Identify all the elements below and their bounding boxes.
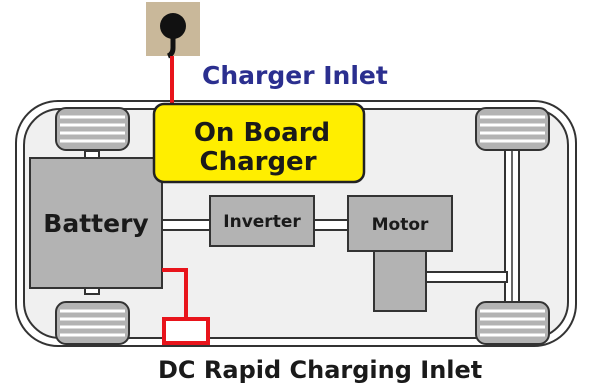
rear-right-wheel <box>475 301 550 345</box>
inverter-label: Inverter <box>223 212 301 232</box>
inverter-box <box>209 195 315 247</box>
charger-plug-cable <box>166 38 176 59</box>
motor-label: Motor <box>372 215 429 235</box>
on-board-charger-label-line1: On Board <box>194 118 330 148</box>
rear-axle <box>504 137 520 313</box>
motor-axle-connector <box>424 271 508 283</box>
charger-plug-icon <box>160 13 186 39</box>
battery-label: Battery <box>43 209 148 238</box>
front-left-wheel <box>55 107 130 151</box>
battery-box <box>29 157 163 289</box>
dc-rapid-inlet-socket <box>162 317 210 345</box>
inverter-motor-connector <box>313 219 349 231</box>
rear-left-wheel <box>475 107 550 151</box>
on-board-charger-label-line2: Charger <box>199 147 316 177</box>
front-right-wheel <box>55 301 130 345</box>
charger-inlet-label: Charger Inlet <box>202 61 388 90</box>
dc-rapid-inlet-label: DC Rapid Charging Inlet <box>158 356 482 384</box>
on-board-charger-box <box>152 102 366 184</box>
motor-gear-box <box>373 250 427 312</box>
motor-box <box>347 195 453 252</box>
battery-inverter-connector <box>159 219 211 231</box>
dc-rapid-red-wire <box>162 268 188 318</box>
